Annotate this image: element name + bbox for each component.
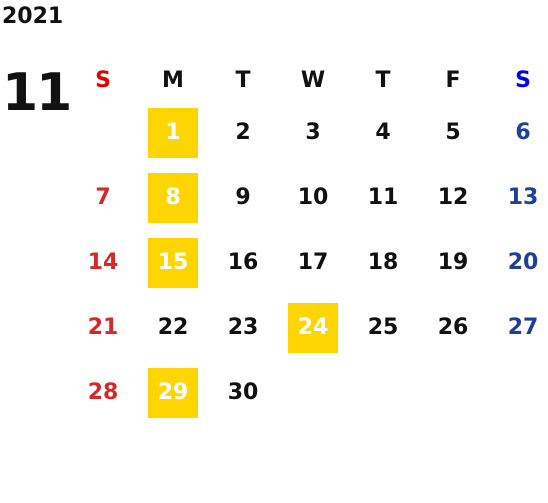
weekday-header-thu: T [375,67,391,93]
year-label: 2021 [2,4,64,29]
day-number: 7 [95,185,111,210]
day-number: 28 [87,380,119,405]
day-cell[interactable]: 25 [348,295,418,360]
day-number: 29 [148,367,198,418]
weekday-header-sun: S [95,67,111,93]
day-cell-empty [348,360,418,425]
day-number: 8 [148,172,198,223]
weekday-header-mon: M [162,67,184,93]
day-number: 4 [375,120,391,145]
day-number: 14 [87,250,119,275]
day-cell[interactable]: 15 [138,230,208,295]
day-cell[interactable] [68,100,138,165]
day-cell[interactable]: 4 [348,100,418,165]
day-number: 6 [515,120,531,145]
month-label: 11 [2,63,72,123]
day-cell[interactable]: 26 [418,295,488,360]
day-cell[interactable]: 2 [208,100,278,165]
day-number: 2 [235,120,251,145]
day-cell[interactable]: 28 [68,360,138,425]
day-cell[interactable]: 21 [68,295,138,360]
day-cell[interactable]: 5 [418,100,488,165]
day-cell[interactable]: 3 [278,100,348,165]
day-cell[interactable]: 20 [488,230,548,295]
day-number: 25 [367,315,399,340]
day-number: 5 [445,120,461,145]
day-cell[interactable]: 17 [278,230,348,295]
day-cell[interactable]: 27 [488,295,548,360]
day-cell[interactable]: 18 [348,230,418,295]
day-cell[interactable]: 12 [418,165,488,230]
day-cell[interactable]: 7 [68,165,138,230]
day-cell[interactable]: 23 [208,295,278,360]
day-cell[interactable]: 9 [208,165,278,230]
day-cell[interactable]: 24 [278,295,348,360]
day-cell-empty [488,360,548,425]
day-number: 21 [87,315,119,340]
day-number: 27 [507,315,539,340]
weekday-header-sat: S [515,67,531,93]
day-number: 22 [157,315,189,340]
day-cell-empty [278,360,348,425]
day-number: 11 [367,185,399,210]
day-cell-empty [418,360,488,425]
day-cell[interactable]: 14 [68,230,138,295]
day-cell[interactable]: 11 [348,165,418,230]
day-cell[interactable]: 8 [138,165,208,230]
day-number: 1 [148,107,198,158]
day-number: 15 [148,237,198,288]
day-number: 9 [235,185,251,210]
day-cell[interactable]: 10 [278,165,348,230]
day-number: 26 [437,315,469,340]
calendar-grid: S M T W T F S 1 2 3 4 5 6 7 8 9 10 11 12… [68,60,548,425]
weekday-header-fri: F [445,67,461,93]
weekday-header-wed: W [300,67,326,93]
day-cell[interactable]: 6 [488,100,548,165]
day-number: 17 [297,250,329,275]
day-number: 12 [437,185,469,210]
day-number: 3 [305,120,321,145]
day-cell[interactable]: 22 [138,295,208,360]
day-cell[interactable]: 30 [208,360,278,425]
day-number: 13 [507,185,539,210]
day-cell[interactable]: 29 [138,360,208,425]
day-number: 20 [507,250,539,275]
day-cell[interactable]: 13 [488,165,548,230]
day-number: 30 [227,380,259,405]
day-number: 24 [288,302,338,353]
day-number: 10 [297,185,329,210]
day-number: 16 [227,250,259,275]
day-cell[interactable]: 16 [208,230,278,295]
day-number [78,108,128,158]
weekday-header-tue: T [235,67,251,93]
day-cell[interactable]: 19 [418,230,488,295]
day-number: 23 [227,315,259,340]
day-cell[interactable]: 1 [138,100,208,165]
day-number: 18 [367,250,399,275]
day-number: 19 [437,250,469,275]
